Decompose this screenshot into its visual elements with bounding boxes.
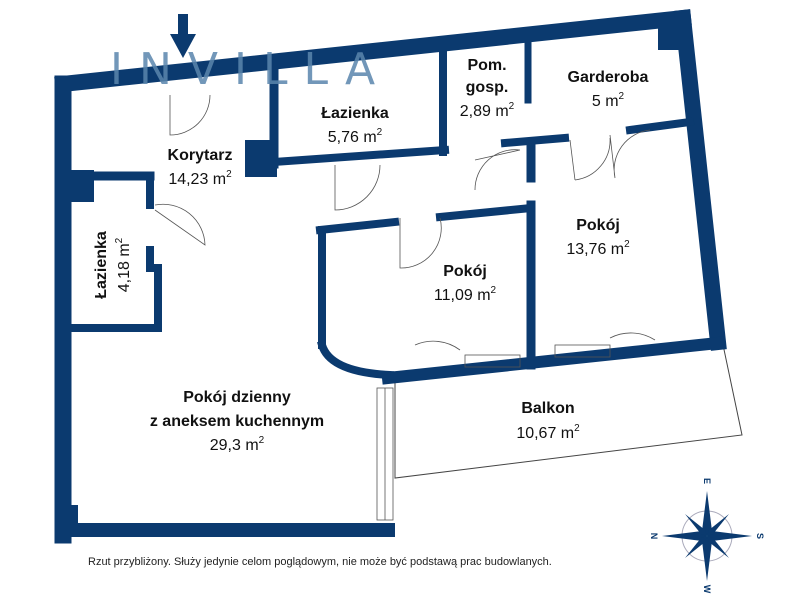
room-label-bathroom-small: Łazienka 4,18 m2: [93, 231, 133, 299]
svg-text:N: N: [649, 533, 659, 540]
logo: INVILLA: [110, 44, 391, 95]
walls: [54, 9, 727, 544]
svg-text:z aneksem kuchennym: z aneksem kuchennym: [150, 413, 324, 430]
svg-text:Łazienka: Łazienka: [321, 105, 389, 122]
svg-text:Garderoba: Garderoba: [568, 69, 649, 86]
svg-text:Korytarz: Korytarz: [168, 147, 233, 164]
svg-text:E: E: [702, 478, 712, 484]
room-label-room-large: Pokój 13,76 m2: [566, 217, 630, 258]
svg-text:S: S: [755, 533, 765, 539]
svg-text:11,09 m2: 11,09 m2: [434, 285, 497, 304]
svg-text:5,76 m2: 5,76 m2: [328, 127, 383, 146]
room-label-living-room: Pokój dzienny z aneksem kuchennym 29,3 m…: [150, 389, 324, 454]
svg-text:Balkon: Balkon: [521, 400, 574, 417]
svg-text:Pokój dzienny: Pokój dzienny: [183, 389, 291, 406]
svg-text:Łazienka: Łazienka: [93, 231, 110, 299]
svg-text:4,18 m2: 4,18 m2: [114, 237, 133, 292]
disclaimer-note: Rzut przybliżony. Służy jedynie celom po…: [88, 556, 552, 568]
room-label-room-small: Pokój 11,09 m2: [434, 263, 497, 304]
doors: [154, 94, 656, 351]
compass-rose-icon: E N S W: [649, 478, 765, 594]
svg-text:2,89 m2: 2,89 m2: [460, 101, 515, 120]
room-label-utility: Pom. gosp. 2,89 m2: [460, 57, 515, 120]
room-label-corridor: Korytarz 14,23 m2: [168, 147, 233, 188]
svg-text:Pom.: Pom.: [467, 57, 506, 74]
room-label-balcony: Balkon 10,67 m2: [516, 400, 580, 442]
svg-text:Pokój: Pokój: [576, 217, 620, 234]
entrance-arrow-icon: [170, 14, 196, 58]
room-label-bathroom-top: Łazienka 5,76 m2: [321, 105, 389, 146]
room-label-wardrobe: Garderoba 5 m2: [568, 69, 649, 110]
room-windows: [464, 344, 611, 368]
svg-text:W: W: [702, 585, 712, 594]
svg-text:10,67 m2: 10,67 m2: [516, 423, 580, 442]
svg-text:14,23 m2: 14,23 m2: [168, 169, 232, 188]
svg-text:5 m2: 5 m2: [592, 91, 625, 110]
svg-text:Pokój: Pokój: [443, 263, 487, 280]
living-room-window: [376, 387, 394, 521]
svg-text:gosp.: gosp.: [466, 79, 509, 96]
svg-text:13,76 m2: 13,76 m2: [566, 239, 630, 258]
svg-text:29,3 m2: 29,3 m2: [210, 435, 265, 454]
